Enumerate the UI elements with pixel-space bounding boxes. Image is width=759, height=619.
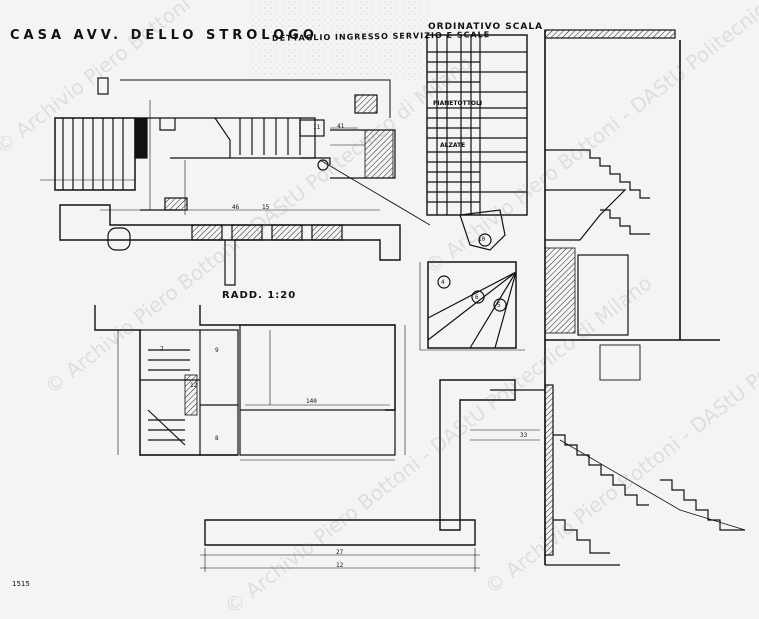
stair-section [490, 29, 746, 566]
sheet-number: 1515 [12, 580, 30, 588]
room-number-11: 11 [313, 124, 321, 131]
room-number-7: 7 [160, 346, 164, 353]
table-section-landings: PIANETOTTOLI [433, 100, 483, 107]
entrance-plan [54, 77, 431, 286]
dimension-33: 33 [520, 432, 528, 439]
room-number-4: 4 [441, 279, 445, 286]
scale-schedule-table [426, 34, 528, 216]
dimension-15: 15 [262, 204, 270, 211]
spiral-detail [459, 209, 506, 251]
room-number-10: 10 [478, 236, 486, 243]
table-section-risers: ALZATE [440, 142, 466, 149]
landing-plan [419, 261, 525, 351]
dimension-140: 140 [306, 398, 317, 405]
room-number-5: 5 [497, 302, 501, 309]
dimension-12: 12 [336, 562, 344, 569]
room-number-6: 6 [475, 294, 479, 301]
bottom-section [200, 379, 540, 572]
room-number-9: 9 [215, 347, 219, 354]
dimension-41: 41 [337, 123, 345, 130]
room-number-12: 12 [190, 382, 198, 389]
section-scale-label: RADD. 1:20 [222, 290, 297, 301]
room-number-8: 8 [215, 435, 219, 442]
dimension-46: 46 [232, 204, 240, 211]
service-rooms-plan [94, 305, 406, 461]
scale-table-title: ORDINATIVO SCALA [428, 22, 544, 32]
drawing-title: CASA AVV. DELLO STROLOGO [10, 28, 318, 43]
paper-speckle-top [250, 0, 430, 80]
entrance-dimensions [40, 100, 380, 215]
dimension-27: 27 [336, 549, 344, 556]
